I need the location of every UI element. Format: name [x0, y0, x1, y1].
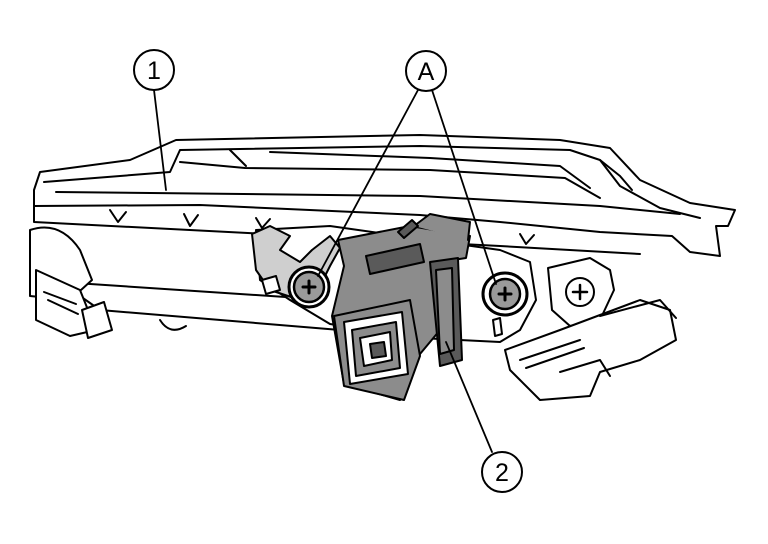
- leader-lines: [153, 89, 497, 453]
- leader-a-left: [317, 89, 419, 277]
- left-end-bracket: [29, 226, 113, 339]
- callout-part-1-label: 1: [147, 57, 161, 85]
- callout-part-1: 1: [133, 49, 175, 91]
- callout-part-2: 2: [481, 451, 523, 493]
- screw-right-icon: [481, 271, 529, 337]
- leader-a-right: [431, 89, 497, 285]
- screw-left-icon: [287, 265, 331, 309]
- right-side-module: [504, 257, 677, 401]
- callout-fastener-a: A: [405, 50, 447, 92]
- callout-fastener-a-label: A: [418, 58, 435, 86]
- leader-part-1: [153, 89, 167, 191]
- connector-component-part-2: [331, 213, 471, 401]
- leader-part-2: [445, 341, 493, 453]
- callout-part-2-label: 2: [495, 459, 509, 487]
